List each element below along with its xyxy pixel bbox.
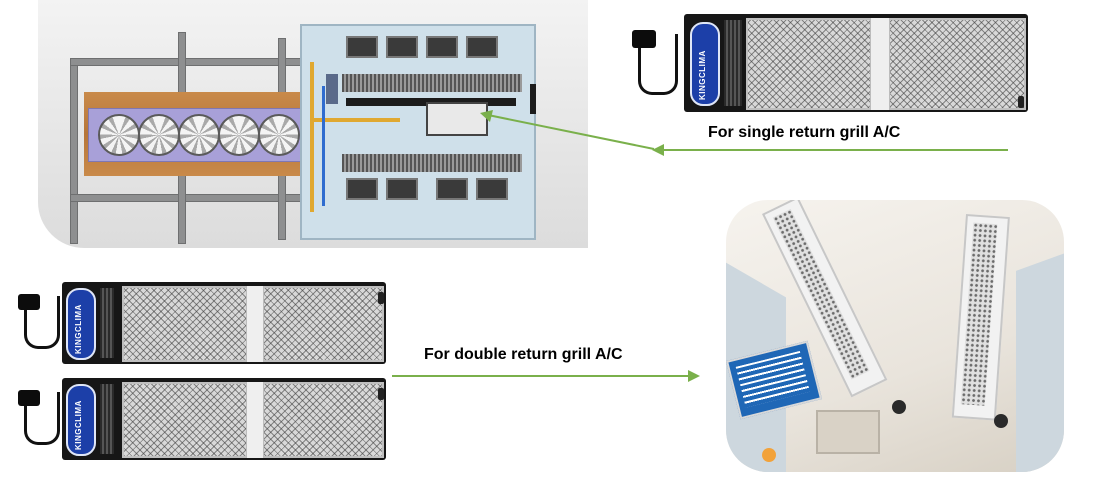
refrigerant-pipe — [322, 86, 325, 206]
blower-icon — [386, 178, 418, 200]
blower-icon — [426, 36, 458, 58]
single-return-grill: KINGCLIMA — [632, 14, 1032, 114]
speaker-icon — [892, 400, 906, 414]
coil — [342, 154, 522, 172]
kingclima-logo-icon — [66, 384, 96, 456]
mesh-divider — [246, 382, 264, 458]
mesh-divider — [246, 286, 264, 362]
blower-icon — [346, 178, 378, 200]
vent-slots — [100, 288, 114, 358]
vent-slots — [724, 20, 742, 106]
single-return-grill-label: For single return grill A/C — [708, 124, 901, 141]
speaker-icon — [994, 414, 1008, 428]
blower-icon — [386, 36, 418, 58]
power-cable — [24, 392, 60, 445]
blower-icon — [476, 178, 508, 200]
kingclima-logo-icon — [690, 22, 720, 106]
kingclima-logo-icon — [66, 288, 96, 360]
condenser-fan-icon — [98, 114, 140, 156]
blower-icon — [346, 36, 378, 58]
evaporator-box — [300, 24, 536, 240]
condenser-fan-icon — [258, 114, 300, 156]
arrow-right-icon — [392, 370, 700, 382]
mesh-divider — [870, 18, 890, 110]
double-return-grill-lower: KINGCLIMA — [18, 378, 390, 462]
refrigerant-pipe — [310, 118, 400, 122]
condenser-fan-icon — [178, 114, 220, 156]
arrow-left-icon — [652, 144, 1008, 156]
receiver-drier — [326, 74, 338, 104]
side-handle — [530, 84, 536, 114]
return-opening — [426, 102, 488, 136]
arrow-left-icon — [480, 110, 655, 150]
connector-plug — [632, 30, 656, 48]
coil — [342, 74, 522, 92]
mount-bracket — [378, 292, 384, 304]
light-icon — [762, 448, 776, 462]
power-cable — [638, 34, 678, 95]
mount-bracket — [1018, 96, 1024, 108]
ac-unit-cad-rendering — [38, 0, 588, 248]
ceiling-panel — [816, 410, 880, 454]
double-return-grill-upper: KINGCLIMA — [18, 282, 390, 366]
blower-icon — [436, 178, 468, 200]
blower-icon — [466, 36, 498, 58]
mount-bracket — [378, 388, 384, 400]
connector-plug — [18, 390, 40, 406]
refrigerant-pipe — [310, 62, 314, 212]
bus-interior-photo — [726, 200, 1064, 472]
power-cable — [24, 296, 60, 349]
vent-slots — [100, 384, 114, 454]
condenser-fan-icon — [218, 114, 260, 156]
double-return-grill-label: For double return grill A/C — [424, 346, 623, 363]
connector-plug — [18, 294, 40, 310]
